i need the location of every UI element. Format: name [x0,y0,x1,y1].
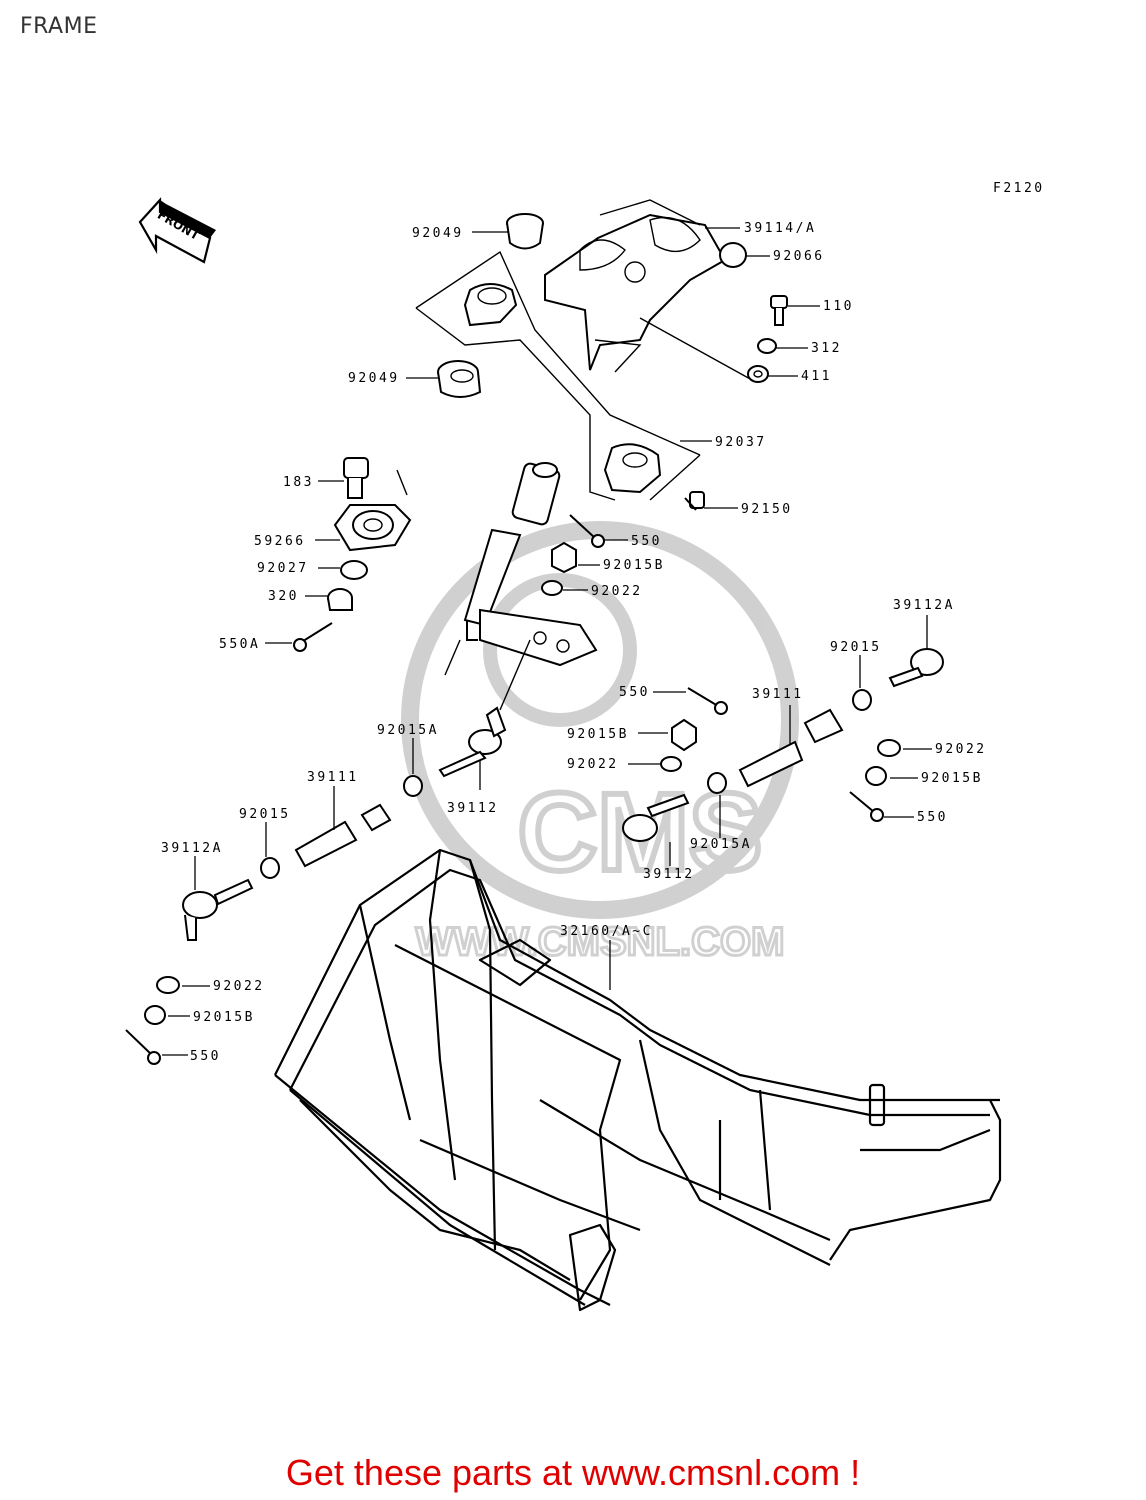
front-arrow-icon: FRONT [138,197,216,264]
part-label: 92022 [935,742,987,757]
footer-cta-link[interactable]: Get these parts at www.cmsnl.com ! [285,1452,861,1493]
part-label: 39112A [161,841,223,856]
part-label: 550 [631,534,662,549]
watermark-domain: WWW.CMSNL.COM [416,920,785,964]
part-labels: 92049 39114/A 92066 110 312 411 92049 92… [161,221,987,1064]
tie-rod-assembly [125,648,944,1065]
part-label: 550 [190,1049,221,1064]
part-label: 320 [268,589,299,604]
part-label: 39112A [893,598,955,613]
part-label: 411 [801,369,832,384]
handlebar-holder-assembly [415,199,788,511]
part-label: 92015A [377,723,439,738]
part-label: 92150 [741,502,793,517]
steering-shaft-assembly [293,457,605,711]
watermark-logo: CMS WWW.CMSNL.COM [401,521,799,966]
part-label: 92015 [830,640,882,655]
part-label: 59266 [254,534,306,549]
part-label: 92022 [591,584,643,599]
part-label: 39112 [643,867,695,882]
part-label: 550 [619,685,650,700]
part-label: 92066 [773,249,825,264]
part-label: 92015 [239,807,291,822]
part-label: 92049 [412,226,464,241]
part-label: 39111 [752,687,804,702]
part-label: 550 [917,810,948,825]
part-label: 92015B [567,727,629,742]
part-label: 39112 [447,801,499,816]
part-label: 312 [811,341,842,356]
part-label: 92022 [213,979,265,994]
part-label: 110 [823,299,854,314]
part-label: 92037 [715,435,767,450]
part-label: 39114/A [744,221,816,236]
main-frame [274,848,1002,1312]
page-title: FRAME [20,14,98,39]
part-label: 39111 [307,770,359,785]
part-label: 32160/A~C [560,924,653,939]
part-label: 92015A [690,837,752,852]
leader-lines [162,227,932,1056]
part-label: 92015B [603,558,665,573]
part-label: 92015B [193,1010,255,1025]
figure-code: F2120 [993,181,1045,196]
part-label: 183 [283,475,314,490]
part-label: 92015B [921,771,983,786]
part-label: 92049 [348,371,400,386]
part-label: 92027 [257,561,309,576]
part-label: 92022 [567,757,619,772]
part-label: 550A [219,637,260,652]
